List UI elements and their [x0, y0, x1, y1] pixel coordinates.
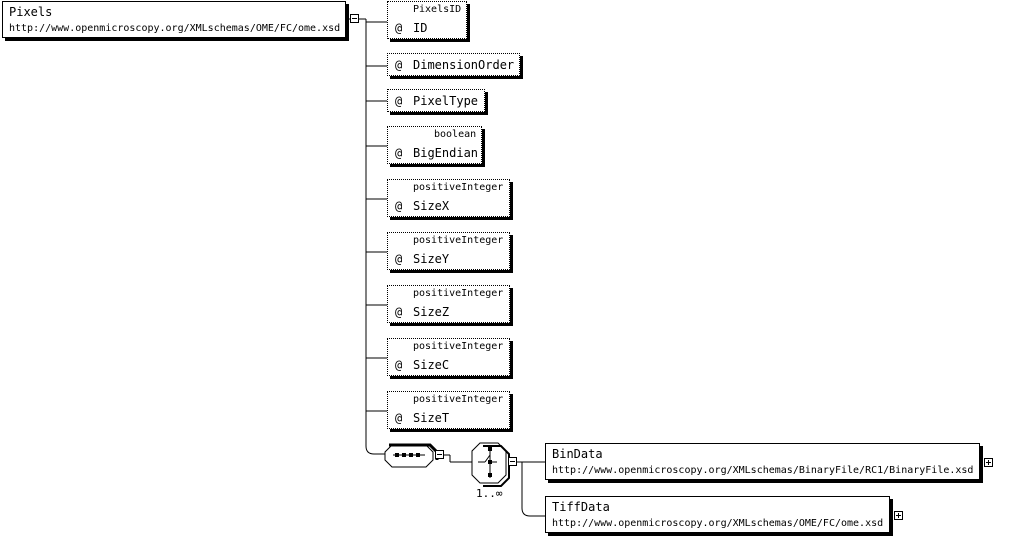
attribute-marker: @ — [395, 252, 403, 266]
element-namespace: http://www.openmicroscopy.org/XMLschemas… — [552, 465, 974, 476]
attribute-marker: @ — [395, 58, 403, 72]
attribute-type: positiveInteger — [413, 394, 504, 405]
element-name: TiffData — [552, 500, 610, 514]
attribute-name: PixelType — [413, 94, 479, 108]
attribute-dimensionorder[interactable]: @ DimensionOrder — [387, 53, 520, 76]
attribute-name: SizeC — [413, 358, 450, 372]
attribute-type: boolean — [434, 129, 477, 140]
attribute-name: SizeX — [413, 199, 450, 213]
attribute-name: SizeY — [413, 252, 450, 266]
attribute-type: positiveInteger — [413, 182, 504, 193]
attribute-bigendian[interactable]: boolean @ BigEndian — [387, 126, 482, 164]
attribute-marker: @ — [395, 21, 403, 35]
collapse-toggle-pixels[interactable] — [350, 14, 359, 23]
element-tiffdata[interactable]: TiffData http://www.openmicroscopy.org/X… — [545, 496, 890, 533]
attribute-marker: @ — [395, 146, 403, 160]
element-name: BinData — [552, 447, 603, 461]
attribute-type: positiveInteger — [413, 341, 504, 352]
root-element-pixels[interactable]: Pixels http://www.openmicroscopy.org/XML… — [2, 1, 346, 38]
attribute-pixeltype[interactable]: @ PixelType — [387, 89, 485, 112]
attribute-sizec[interactable]: positiveInteger @ SizeC — [387, 338, 510, 376]
attribute-type: positiveInteger — [413, 235, 504, 246]
attribute-marker: @ — [395, 94, 403, 108]
attribute-type: positiveInteger — [413, 288, 504, 299]
attribute-type: PixelsID — [413, 4, 462, 15]
element-bindata[interactable]: BinData http://www.openmicroscopy.org/XM… — [545, 443, 980, 480]
element-namespace: http://www.openmicroscopy.org/XMLschemas… — [9, 23, 341, 34]
attribute-marker: @ — [395, 358, 403, 372]
collapse-toggle-sequence[interactable] — [435, 450, 444, 459]
attribute-name: SizeZ — [413, 305, 450, 319]
collapse-toggle-choice[interactable] — [508, 457, 517, 466]
choice-occurrence: 1..∞ — [476, 487, 503, 500]
attribute-name: BigEndian — [413, 146, 479, 160]
attribute-id[interactable]: PixelsID @ ID — [387, 1, 467, 39]
expand-toggle-bindata[interactable] — [984, 458, 993, 467]
attribute-sizet[interactable]: positiveInteger @ SizeT — [387, 391, 510, 429]
attribute-name: DimensionOrder — [413, 58, 515, 72]
attribute-marker: @ — [395, 199, 403, 213]
attribute-sizex[interactable]: positiveInteger @ SizeX — [387, 179, 510, 217]
attribute-name: SizeT — [413, 411, 450, 425]
element-name: Pixels — [9, 5, 53, 19]
expand-toggle-tiffdata[interactable] — [894, 511, 903, 520]
attribute-name: ID — [413, 21, 428, 35]
attribute-marker: @ — [395, 305, 403, 319]
attribute-sizez[interactable]: positiveInteger @ SizeZ — [387, 285, 510, 323]
attribute-marker: @ — [395, 411, 403, 425]
element-namespace: http://www.openmicroscopy.org/XMLschemas… — [552, 518, 884, 529]
attribute-sizey[interactable]: positiveInteger @ SizeY — [387, 232, 510, 270]
